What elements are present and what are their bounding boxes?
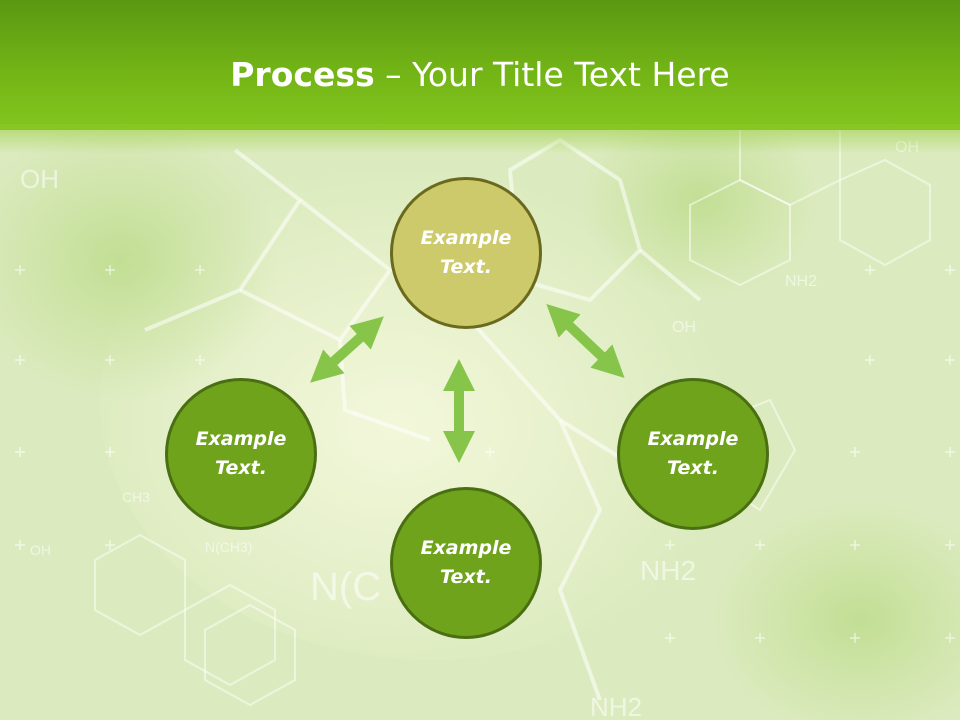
- svg-text:NH2: NH2: [640, 555, 696, 586]
- node-bottom-text: Example Text.: [420, 537, 512, 588]
- svg-text:OH: OH: [20, 164, 59, 194]
- arrow-top-right[interactable]: [546, 304, 625, 378]
- molecule-labels: OH OH OH OH NH2 NH2 NH2 N(CH3) N(C CH3: [20, 139, 919, 720]
- node-right[interactable]: Example Text.: [617, 378, 769, 530]
- svg-text:NH2: NH2: [590, 692, 642, 720]
- svg-text:N(C: N(C: [310, 565, 381, 609]
- slide-title-text: – Your Title Text Here: [374, 55, 730, 94]
- svg-text:N(CH3): N(CH3): [205, 539, 252, 555]
- node-top[interactable]: Example Text.: [390, 177, 542, 329]
- slide-title-bold: Process: [230, 55, 375, 94]
- node-left[interactable]: Example Text.: [165, 378, 317, 530]
- plus-grid: [15, 265, 955, 643]
- node-right-text: Example Text.: [647, 428, 739, 479]
- svg-text:NH2: NH2: [785, 273, 817, 290]
- node-top-text: Example Text.: [420, 227, 512, 278]
- title-bar-fade: [0, 124, 960, 154]
- node-left-text: Example Text.: [195, 428, 287, 479]
- slide-title[interactable]: Process – Your Title Text Here: [0, 52, 960, 98]
- svg-text:CH3: CH3: [122, 489, 150, 505]
- arrow-top-left[interactable]: [310, 316, 384, 383]
- svg-text:OH: OH: [672, 319, 696, 336]
- title-bar: [0, 0, 960, 130]
- svg-text:OH: OH: [30, 542, 51, 558]
- node-bottom[interactable]: Example Text.: [390, 487, 542, 639]
- molecule-lines: [144, 137, 702, 701]
